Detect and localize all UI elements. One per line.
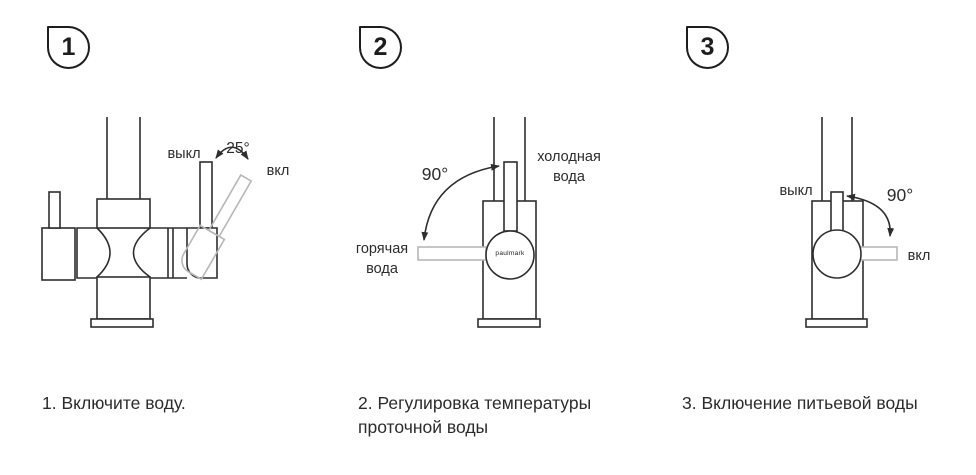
left-arm: [76, 227, 97, 279]
faucet-2-diagram: [417, 117, 541, 328]
step-badge-1: 1: [47, 26, 90, 69]
on-label-step1: вкл: [266, 163, 290, 179]
left-valve-block: [41, 227, 76, 281]
left-handle: [48, 191, 61, 229]
base-flange: [805, 318, 868, 328]
brand-circle: [485, 230, 535, 280]
right-valve-block: [186, 227, 218, 279]
left-joint-dome: [96, 227, 111, 278]
off-handle: [199, 161, 213, 229]
base-flange: [477, 318, 541, 328]
base-flange: [90, 318, 154, 328]
rotation-arc-arrow-90: [421, 163, 500, 241]
caption-step3: 3. Включение питьевой воды: [682, 393, 918, 413]
hot-water-label: горячая вода: [355, 241, 409, 277]
faucet-column: [96, 276, 151, 320]
brand-logo-text: paulmark: [495, 250, 525, 257]
rotation-arc-arrow-25: [215, 146, 249, 160]
faucet-shoulder: [96, 198, 151, 229]
cold-water-label: холодная вода: [537, 149, 601, 185]
step-badge-3: 3: [686, 26, 729, 69]
rotation-arc-arrow-90: [846, 193, 895, 237]
right-arm: [150, 227, 187, 279]
on-label-step3: вкл: [907, 248, 931, 264]
temp-handle-hot-ghost: [417, 246, 487, 261]
right-joint-dome: [132, 227, 151, 278]
angle-label-step2: 90°: [421, 164, 449, 184]
step-badge-2: 2: [359, 26, 402, 69]
off-label-step3: выкл: [779, 183, 813, 199]
drink-handle-off-position: [830, 191, 844, 232]
faucet-3-diagram: [805, 117, 898, 328]
on-handle-ghost: [181, 173, 253, 281]
temp-handle-cold-position: [503, 161, 518, 232]
faucet-1-diagram: [41, 117, 253, 328]
spout-pipe-icon: [106, 117, 141, 204]
caption-step2: 2. Регулировка температуры проточной вод…: [358, 393, 592, 437]
spout-pipe-icon: [821, 117, 853, 201]
caption-step1: 1. Включите воду.: [42, 393, 186, 413]
angle-label-step1: 25°: [226, 140, 250, 157]
off-label-step1: выкл: [167, 146, 201, 162]
angle-label-step3: 90°: [886, 185, 914, 205]
drink-handle-on-ghost: [859, 246, 898, 261]
valve-circle: [812, 229, 862, 279]
